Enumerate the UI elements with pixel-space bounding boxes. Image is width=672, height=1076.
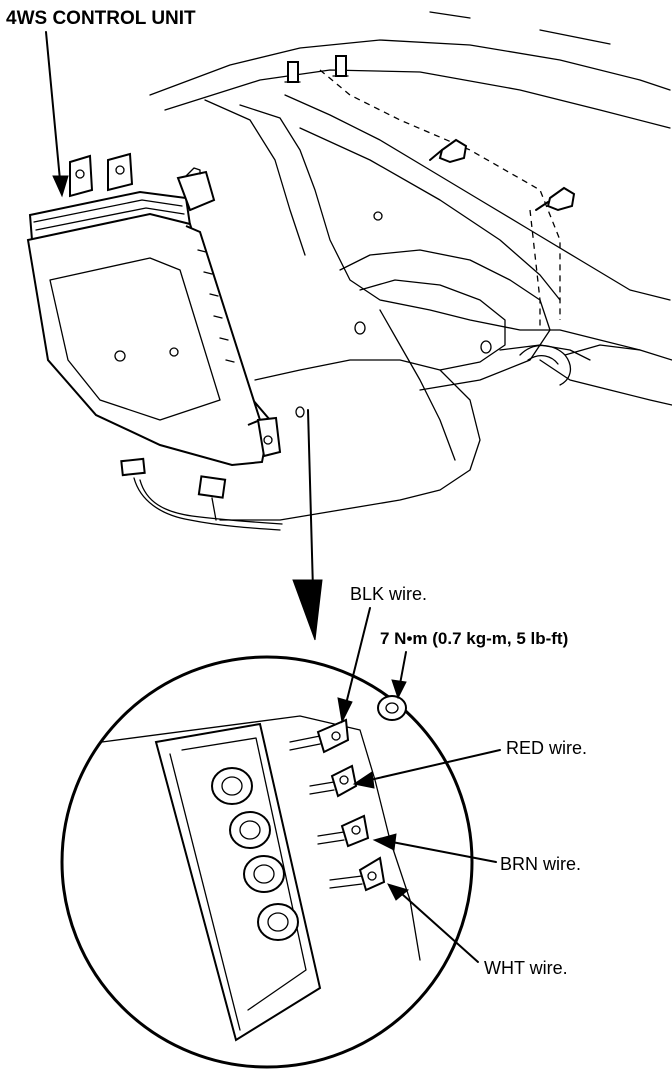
bolt-icon (535, 186, 576, 212)
terminal-post (257, 903, 299, 941)
wire-lug-brn (317, 814, 370, 848)
brn-wire-leader (372, 833, 497, 863)
title-arrow (45, 31, 69, 198)
brn-wire-label: BRN wire. (500, 854, 581, 874)
blk-wire-label: BLK wire. (350, 584, 427, 604)
terminal-post (211, 767, 253, 805)
wire-harness (120, 457, 283, 531)
torque-leader (391, 651, 407, 700)
torque-label: 7 N•m (0.7 kg-m, 5 lb-ft) (380, 629, 568, 648)
blk-wire-leader (337, 607, 371, 724)
wire-lug-wht (329, 856, 386, 892)
wire-lug-red (309, 764, 358, 798)
wht-wire-leader (387, 883, 479, 963)
title-label: 4WS CONTROL UNIT (6, 8, 196, 29)
mounting-studs (284, 55, 349, 83)
terminal-post (229, 811, 271, 849)
wht-wire-label: WHT wire. (484, 958, 568, 978)
red-wire-label: RED wire. (506, 738, 587, 758)
terminal-post (243, 855, 285, 893)
bolt-icon (429, 138, 468, 164)
nut-icon (377, 695, 407, 721)
vehicle-body-structure (149, 11, 672, 521)
detail-view (60, 655, 474, 1069)
red-wire-leader (352, 749, 501, 789)
zoom-arrow (292, 409, 323, 641)
wire-lug-blk (289, 718, 350, 754)
control-unit (26, 152, 282, 467)
